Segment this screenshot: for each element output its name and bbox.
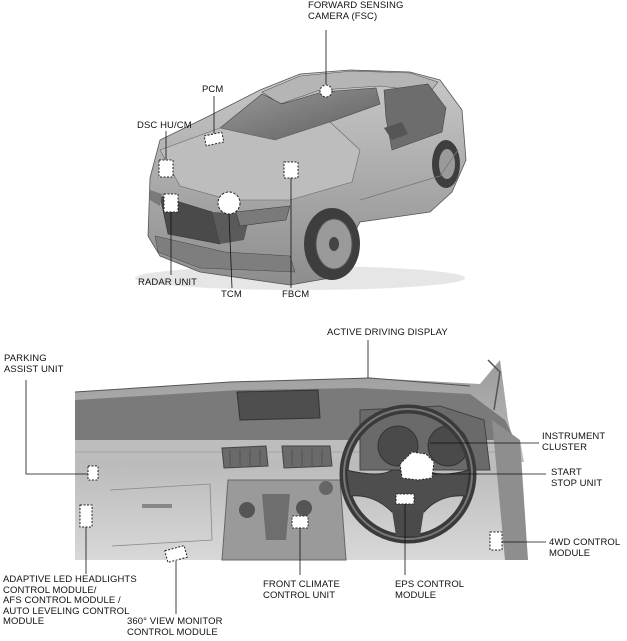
forward-camera-marker xyxy=(319,84,333,98)
fbcm-marker xyxy=(283,161,299,179)
label-fbcm: FBCM xyxy=(282,289,310,300)
label-4wd-control-module: 4WD CONTROL MODULE xyxy=(549,537,621,559)
dashboard-interior xyxy=(74,359,528,561)
tcm-marker xyxy=(217,191,241,215)
start-stop-marker xyxy=(399,451,435,481)
car-exterior xyxy=(135,69,467,290)
fourwd-marker xyxy=(489,531,503,551)
label-dsc-hu-cm: DSC HU/CM xyxy=(137,120,192,131)
leader-lines-exterior xyxy=(165,30,327,289)
radar-marker xyxy=(163,193,179,213)
label-active-driving-display: ACTIVE DRIVING DISPLAY xyxy=(327,327,448,338)
label-tcm: TCM xyxy=(221,289,242,300)
label-radar-unit: RADAR UNIT xyxy=(138,277,198,288)
label-front-climate-control-unit: FRONT CLIMATE CONTROL UNIT xyxy=(263,579,340,601)
label-parking-assist-unit: PARKING ASSIST UNIT xyxy=(4,353,64,375)
pcm-marker xyxy=(203,131,225,147)
label-eps-control-module: EPS CONTROL MODULE xyxy=(395,579,465,601)
label-pcm: PCM xyxy=(202,84,224,95)
label-forward-camera: FORWARD SENSING CAMERA (FSC) xyxy=(308,0,404,22)
adaptive-led-marker xyxy=(79,504,93,528)
leader-lines-interior xyxy=(25,340,546,614)
front-climate-marker xyxy=(291,515,309,529)
label-instrument-cluster: INSTRUMENT CLUSTER xyxy=(542,431,606,453)
label-start-stop-unit: START STOP UNIT xyxy=(551,467,603,489)
label-360-view-monitor: 360° VIEW MONITOR CONTROL MODULE xyxy=(127,616,223,638)
label-adaptive-led-headlights: ADAPTIVE LED HEADLIGHTS CONTROL MODULE/ … xyxy=(3,574,137,627)
view-monitor-marker xyxy=(164,545,188,563)
parking-assist-marker xyxy=(87,465,99,481)
dsc-marker xyxy=(158,159,174,178)
eps-marker xyxy=(395,493,415,505)
